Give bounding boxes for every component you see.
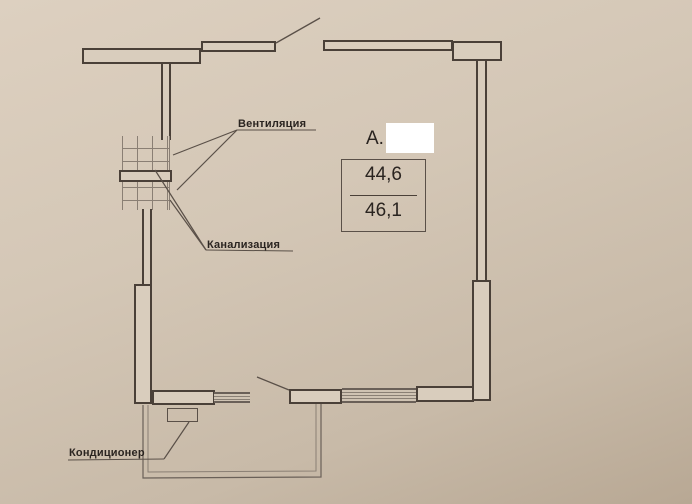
air-conditioner-label: Кондиционер [69,447,145,459]
apartment-label: А. [366,128,384,149]
wall-bottom-middle [289,389,342,404]
wall-top-left [82,48,201,64]
window-bottom-right [342,388,416,403]
ventilation-label: Вентиляция [238,118,307,130]
wall-top-left-window-pier [201,41,276,52]
area-divider [350,195,417,196]
sewerage-label: Канализация [207,239,281,251]
wall-corner-top-right [452,41,502,61]
door-swing-icon [256,376,290,391]
door-swing-icon [275,17,321,44]
window-bottom-left [214,392,250,403]
wall-right-upper [476,61,487,281]
area-box: 44,6 46,1 [341,159,426,232]
wall-left-middle [142,209,152,285]
redaction-mask [386,123,434,153]
living-area-value: 44,6 [365,164,402,185]
air-conditioner-icon [167,408,198,422]
wall-left-upper [161,64,171,140]
total-area-value: 46,1 [365,200,402,221]
wall-right-lower [472,280,491,401]
wall-left-lower [134,284,152,404]
shaft-crossbar [119,170,172,182]
